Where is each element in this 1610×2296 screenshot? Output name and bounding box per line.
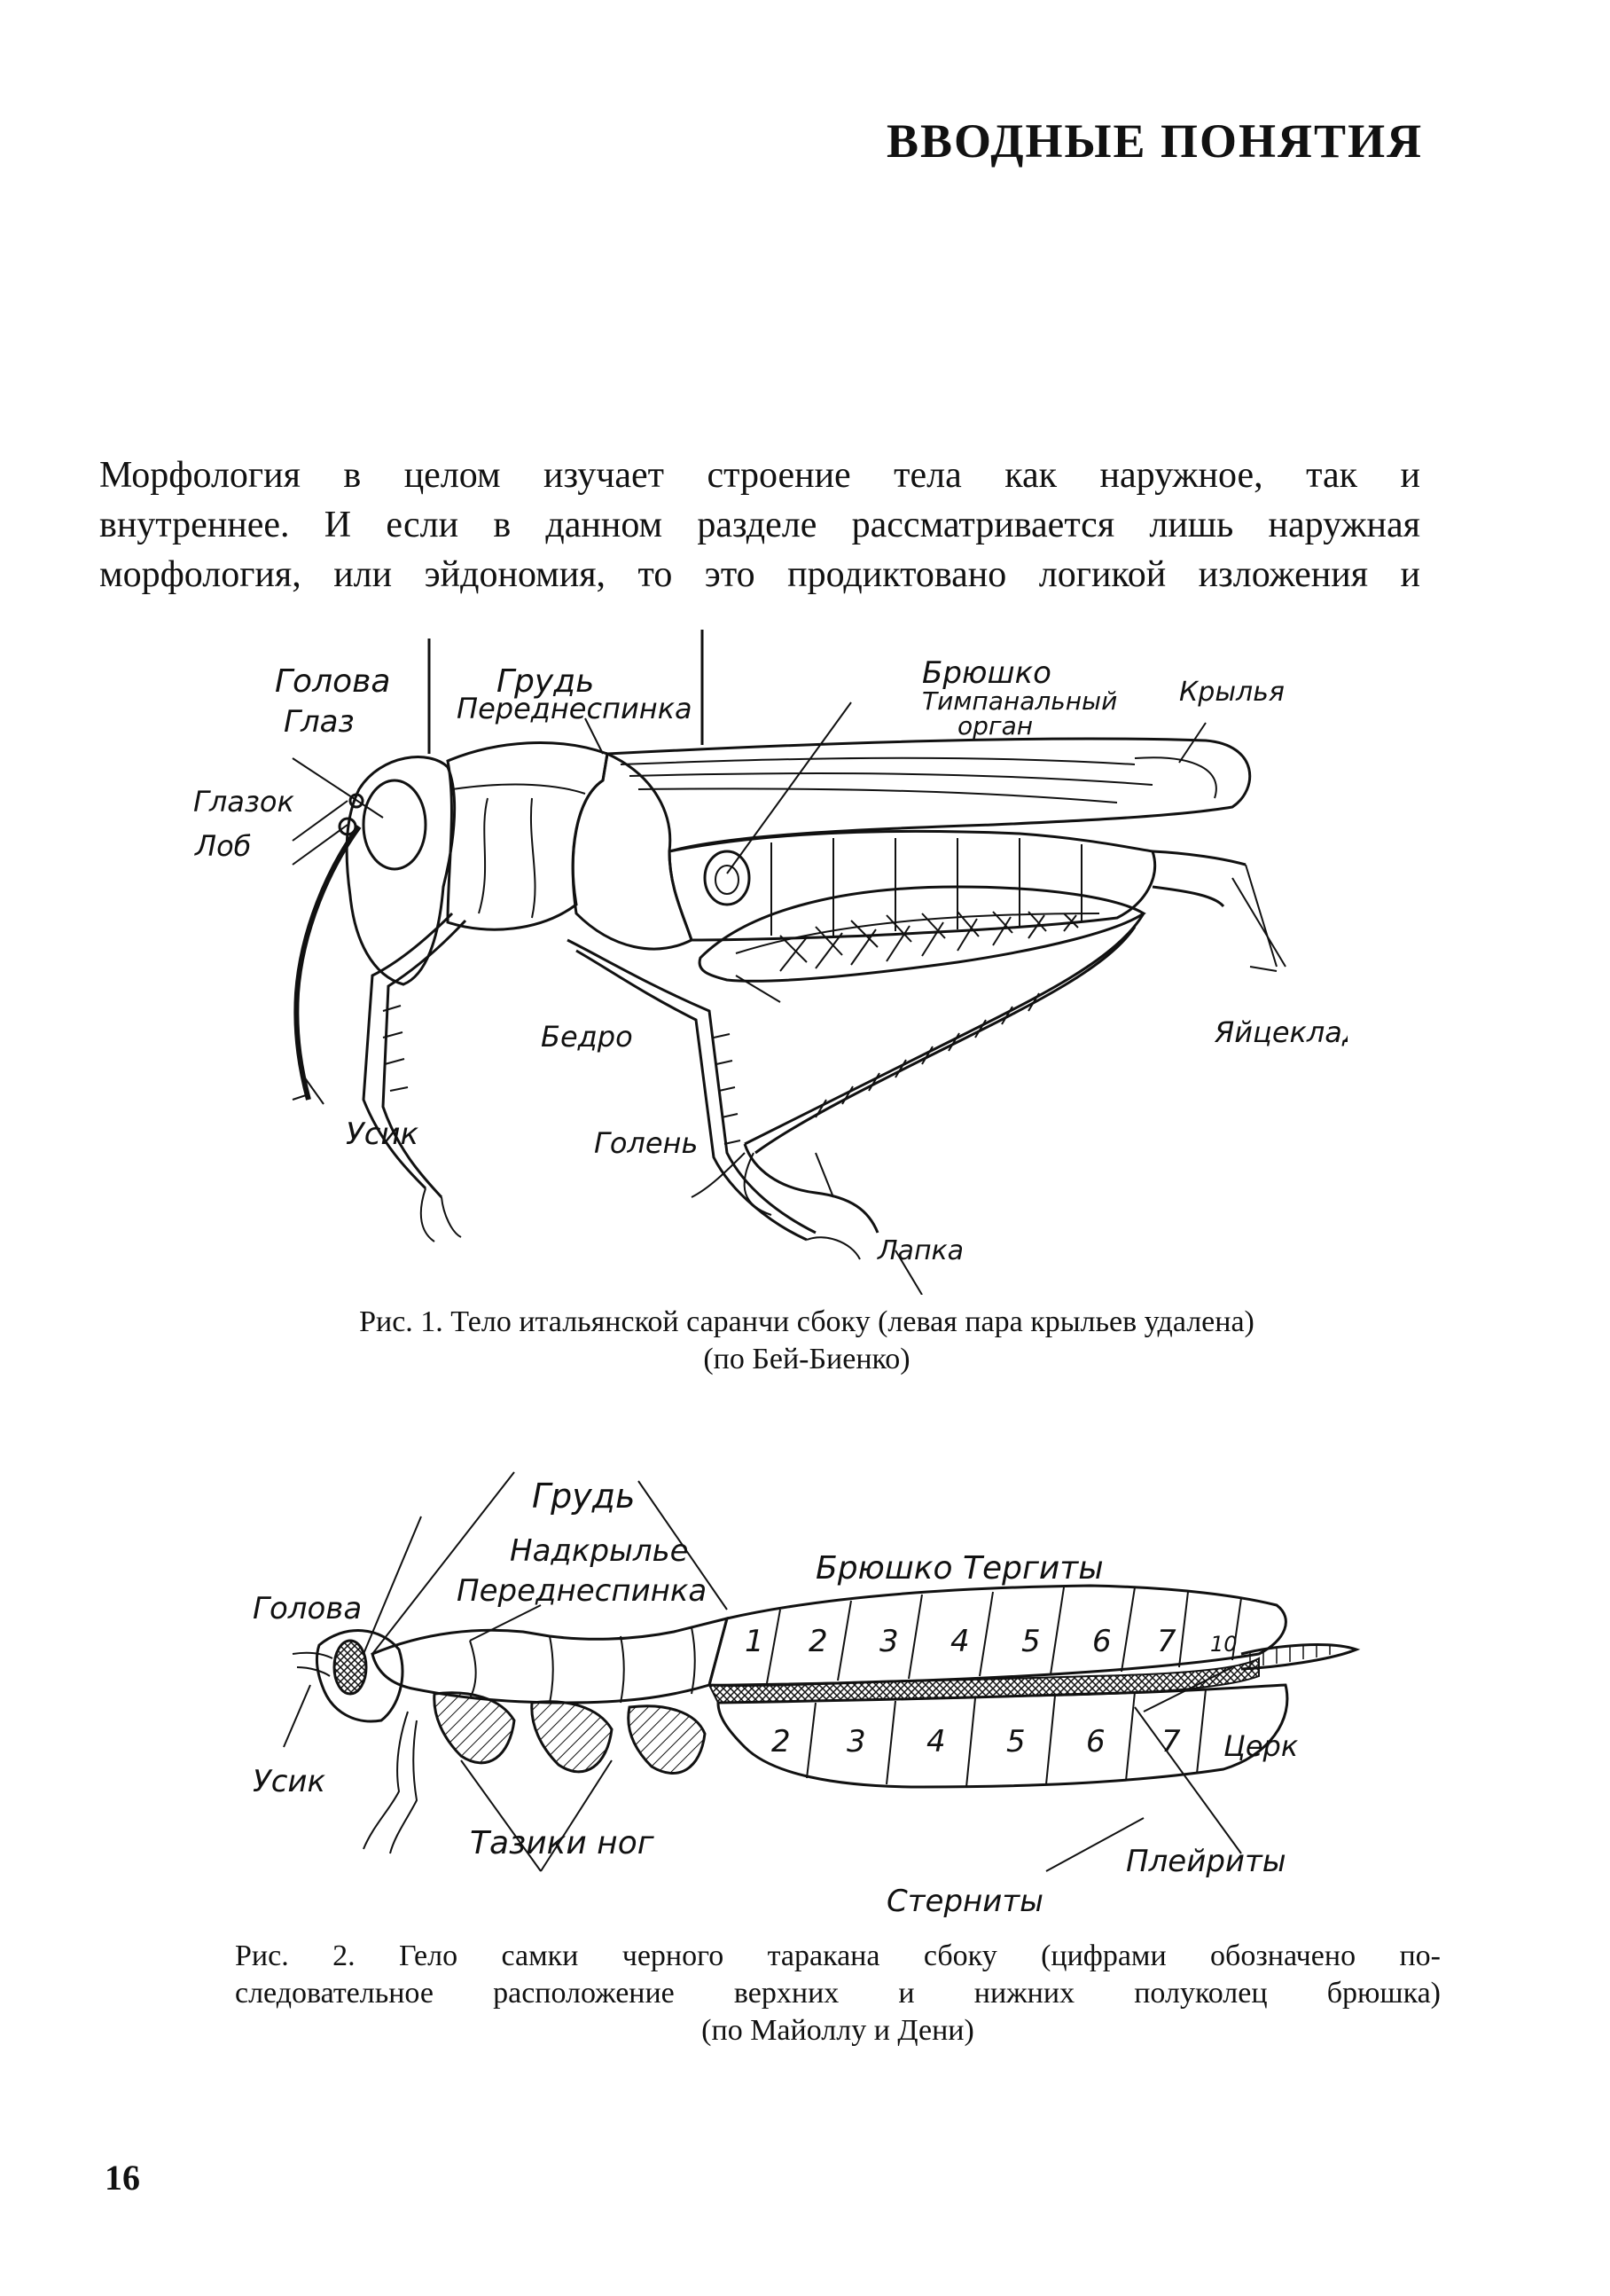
label-wings: Крылья <box>1179 677 1285 708</box>
tergite-number: 10 <box>1210 1632 1238 1657</box>
caption-line: следовательное расположение верхних и ни… <box>235 1977 1441 2010</box>
sternite-number: 7 <box>1161 1724 1181 1759</box>
body-line: внутреннее. И если в данном разделе расс… <box>99 505 1420 545</box>
label-abdomen-tergites: Брюшко Тергиты <box>816 1550 1104 1587</box>
tergite-number: 6 <box>1092 1624 1112 1659</box>
tergite-number: 2 <box>809 1624 828 1659</box>
label-pleurites: Плейриты <box>1126 1844 1286 1879</box>
label-pronotum: Переднеспинка <box>457 692 692 725</box>
label-sternites: Стерниты <box>887 1884 1043 1919</box>
sternite-number: 5 <box>1006 1724 1026 1759</box>
caption-line: Рис. 2. Гело самки черного таракана сбок… <box>235 1939 1441 1972</box>
tergite-number: 4 <box>950 1624 970 1659</box>
caption-line: (по Бей-Биенко) <box>703 1343 911 1375</box>
label-femur: Бедро <box>541 1020 633 1054</box>
sternite-number: 6 <box>1086 1724 1106 1759</box>
label-ocellus: Глазок <box>193 785 294 819</box>
label-thorax: Грудь <box>496 663 594 700</box>
tergite-number: 5 <box>1021 1624 1041 1659</box>
label-tibia: Голень <box>594 1126 698 1160</box>
label-cercus: Церк <box>1223 1729 1299 1763</box>
caption-line: (по Майоллу и Дени) <box>701 2014 974 2047</box>
figure-2-cockroach: Грудь Надкрылье Переднеспинка Голова Уси… <box>253 1454 1365 1919</box>
label-tympanal-1: Тимпанальный <box>922 686 1117 716</box>
label-eye: Глаз <box>284 704 355 740</box>
figure-2-caption: Рис. 2. Гело самки черного таракана сбок… <box>235 1938 1441 2049</box>
sternite-numbers: 2 3 4 5 6 7 <box>771 1724 1181 1759</box>
label-coxae: Тазики ног <box>470 1825 655 1861</box>
label-antenna: Усик <box>253 1764 326 1799</box>
caption-line: Рис. 1. Тело итальянской саранчи сбоку (… <box>359 1305 1254 1338</box>
label-ovipositor: Яйцеклад <box>1214 1015 1348 1049</box>
figure-1-caption: Рис. 1. Тело итальянской саранчи сбоку (… <box>124 1304 1489 1378</box>
sternite-number: 4 <box>926 1724 946 1759</box>
sternite-number: 3 <box>847 1724 866 1759</box>
figure-1-grasshopper: Голова Грудь Переднеспинка Глаз Глазок Л… <box>193 621 1348 1295</box>
page-number: 16 <box>105 2158 140 2198</box>
label-thorax: Грудь <box>532 1477 635 1516</box>
label-abdomen: Брюшко <box>922 655 1051 691</box>
label-tympanal-2: орган <box>957 711 1033 741</box>
label-frons: Лоб <box>194 829 251 863</box>
tergite-number: 1 <box>745 1624 764 1659</box>
sternite-number: 2 <box>771 1724 791 1759</box>
body-paragraph: Морфология в целом изучает строение тела… <box>99 451 1420 599</box>
label-pronotum: Переднеспинка <box>457 1573 707 1609</box>
tergite-numbers: 1 2 3 4 5 6 7 10 <box>745 1624 1238 1659</box>
label-head: Голова <box>253 1591 362 1626</box>
body-line: морфология, или эйдономия, то это продик… <box>99 554 1420 595</box>
label-elytron: Надкрылье <box>510 1533 689 1569</box>
label-head: Голова <box>275 663 390 700</box>
tergite-number: 3 <box>879 1624 899 1659</box>
tergite-number: 7 <box>1157 1624 1176 1659</box>
label-tarsus: Лапка <box>877 1235 964 1266</box>
body-line: Морфология в целом изучает строение тела… <box>99 455 1420 496</box>
chapter-title: ВВОДНЫЕ ПОНЯТИЯ <box>887 114 1424 168</box>
label-antenna: Усик <box>346 1117 419 1152</box>
